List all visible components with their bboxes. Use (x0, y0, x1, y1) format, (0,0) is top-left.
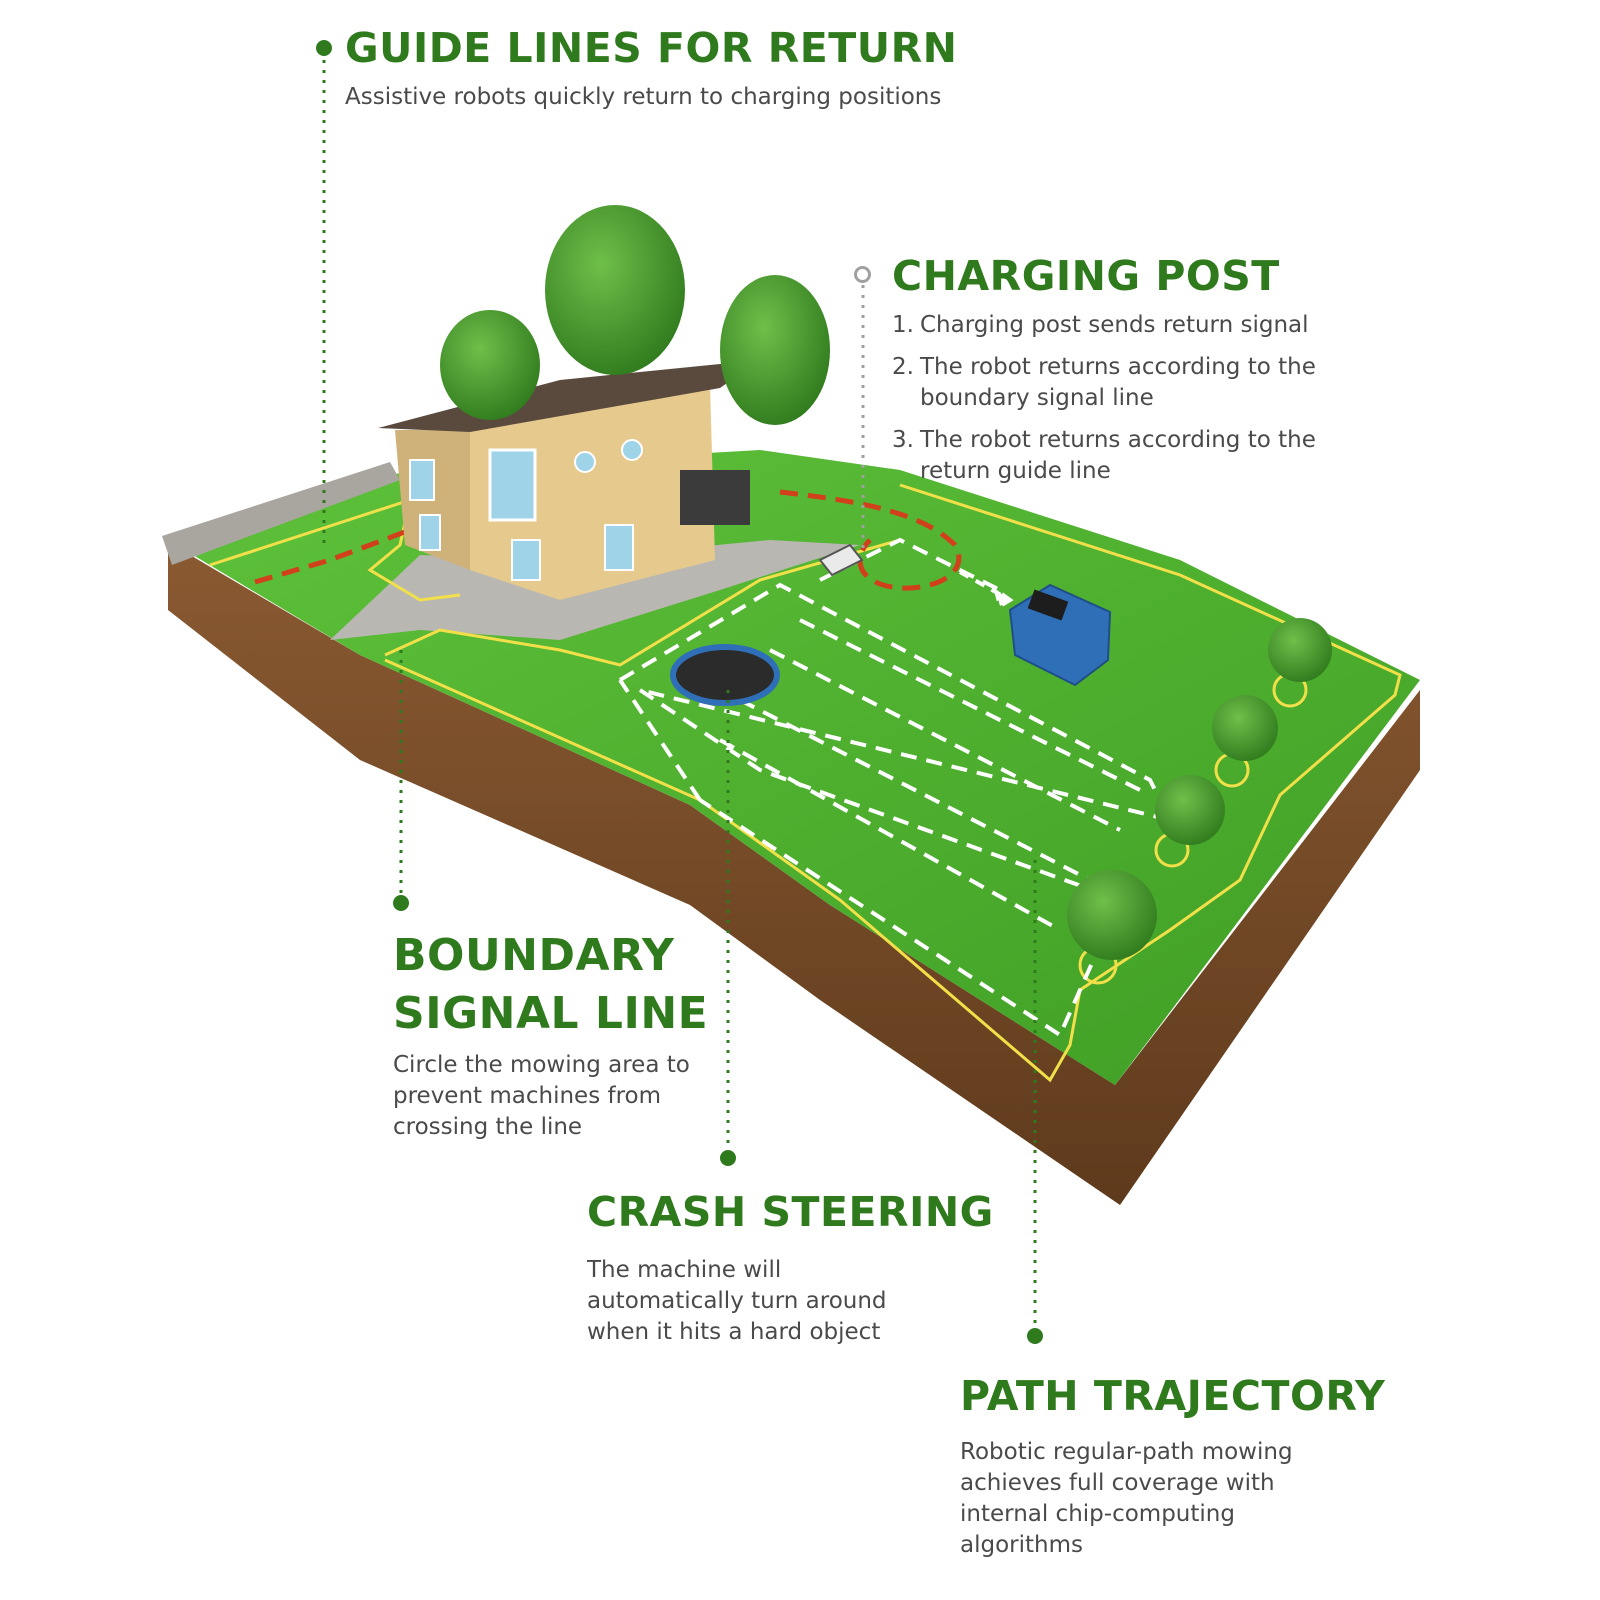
guide-lines-marker (316, 40, 332, 56)
house (378, 345, 760, 600)
boundary-marker (393, 895, 409, 911)
return-guide-line (254, 489, 962, 591)
charging-post-item-1: 1. Charging post sends return signal (892, 312, 1309, 338)
trampoline (670, 644, 780, 706)
boundary-title-line-2: SIGNAL LINE (393, 988, 709, 1039)
crash-title: CRASH STEERING (587, 1188, 994, 1236)
path-marker (1027, 1328, 1043, 1344)
guide-lines-description: Assistive robots quickly return to charg… (345, 84, 942, 110)
path-description: Robotic regular-path mowing achieves ful… (960, 1439, 1293, 1558)
return-arrow (959, 570, 1014, 610)
charging-post-item-3: 3. The robot returns according to the re… (892, 427, 1316, 484)
lawn-trees (1067, 618, 1332, 960)
charging-post-list: 1. Charging post sends return signal 2. … (892, 310, 1382, 498)
boundary-title-line-1: BOUNDARY (393, 930, 675, 981)
boundary-description: Circle the mowing area to prevent machin… (393, 1052, 690, 1140)
robot-mower (1008, 583, 1112, 687)
charging-post-item-2: 2. The robot returns according to the bo… (892, 354, 1316, 411)
crash-description: The machine will automatically turn arou… (587, 1257, 887, 1345)
charging-post-title: CHARGING POST (892, 252, 1280, 300)
leader-lines (322, 60, 1037, 1328)
background-trees (440, 205, 830, 425)
guide-lines-title: GUIDE LINES FOR RETURN (345, 24, 958, 72)
charging-post-marker (854, 266, 871, 283)
crash-marker (720, 1150, 736, 1166)
path-title: PATH TRAJECTORY (960, 1372, 1386, 1420)
charging-post (818, 543, 864, 577)
